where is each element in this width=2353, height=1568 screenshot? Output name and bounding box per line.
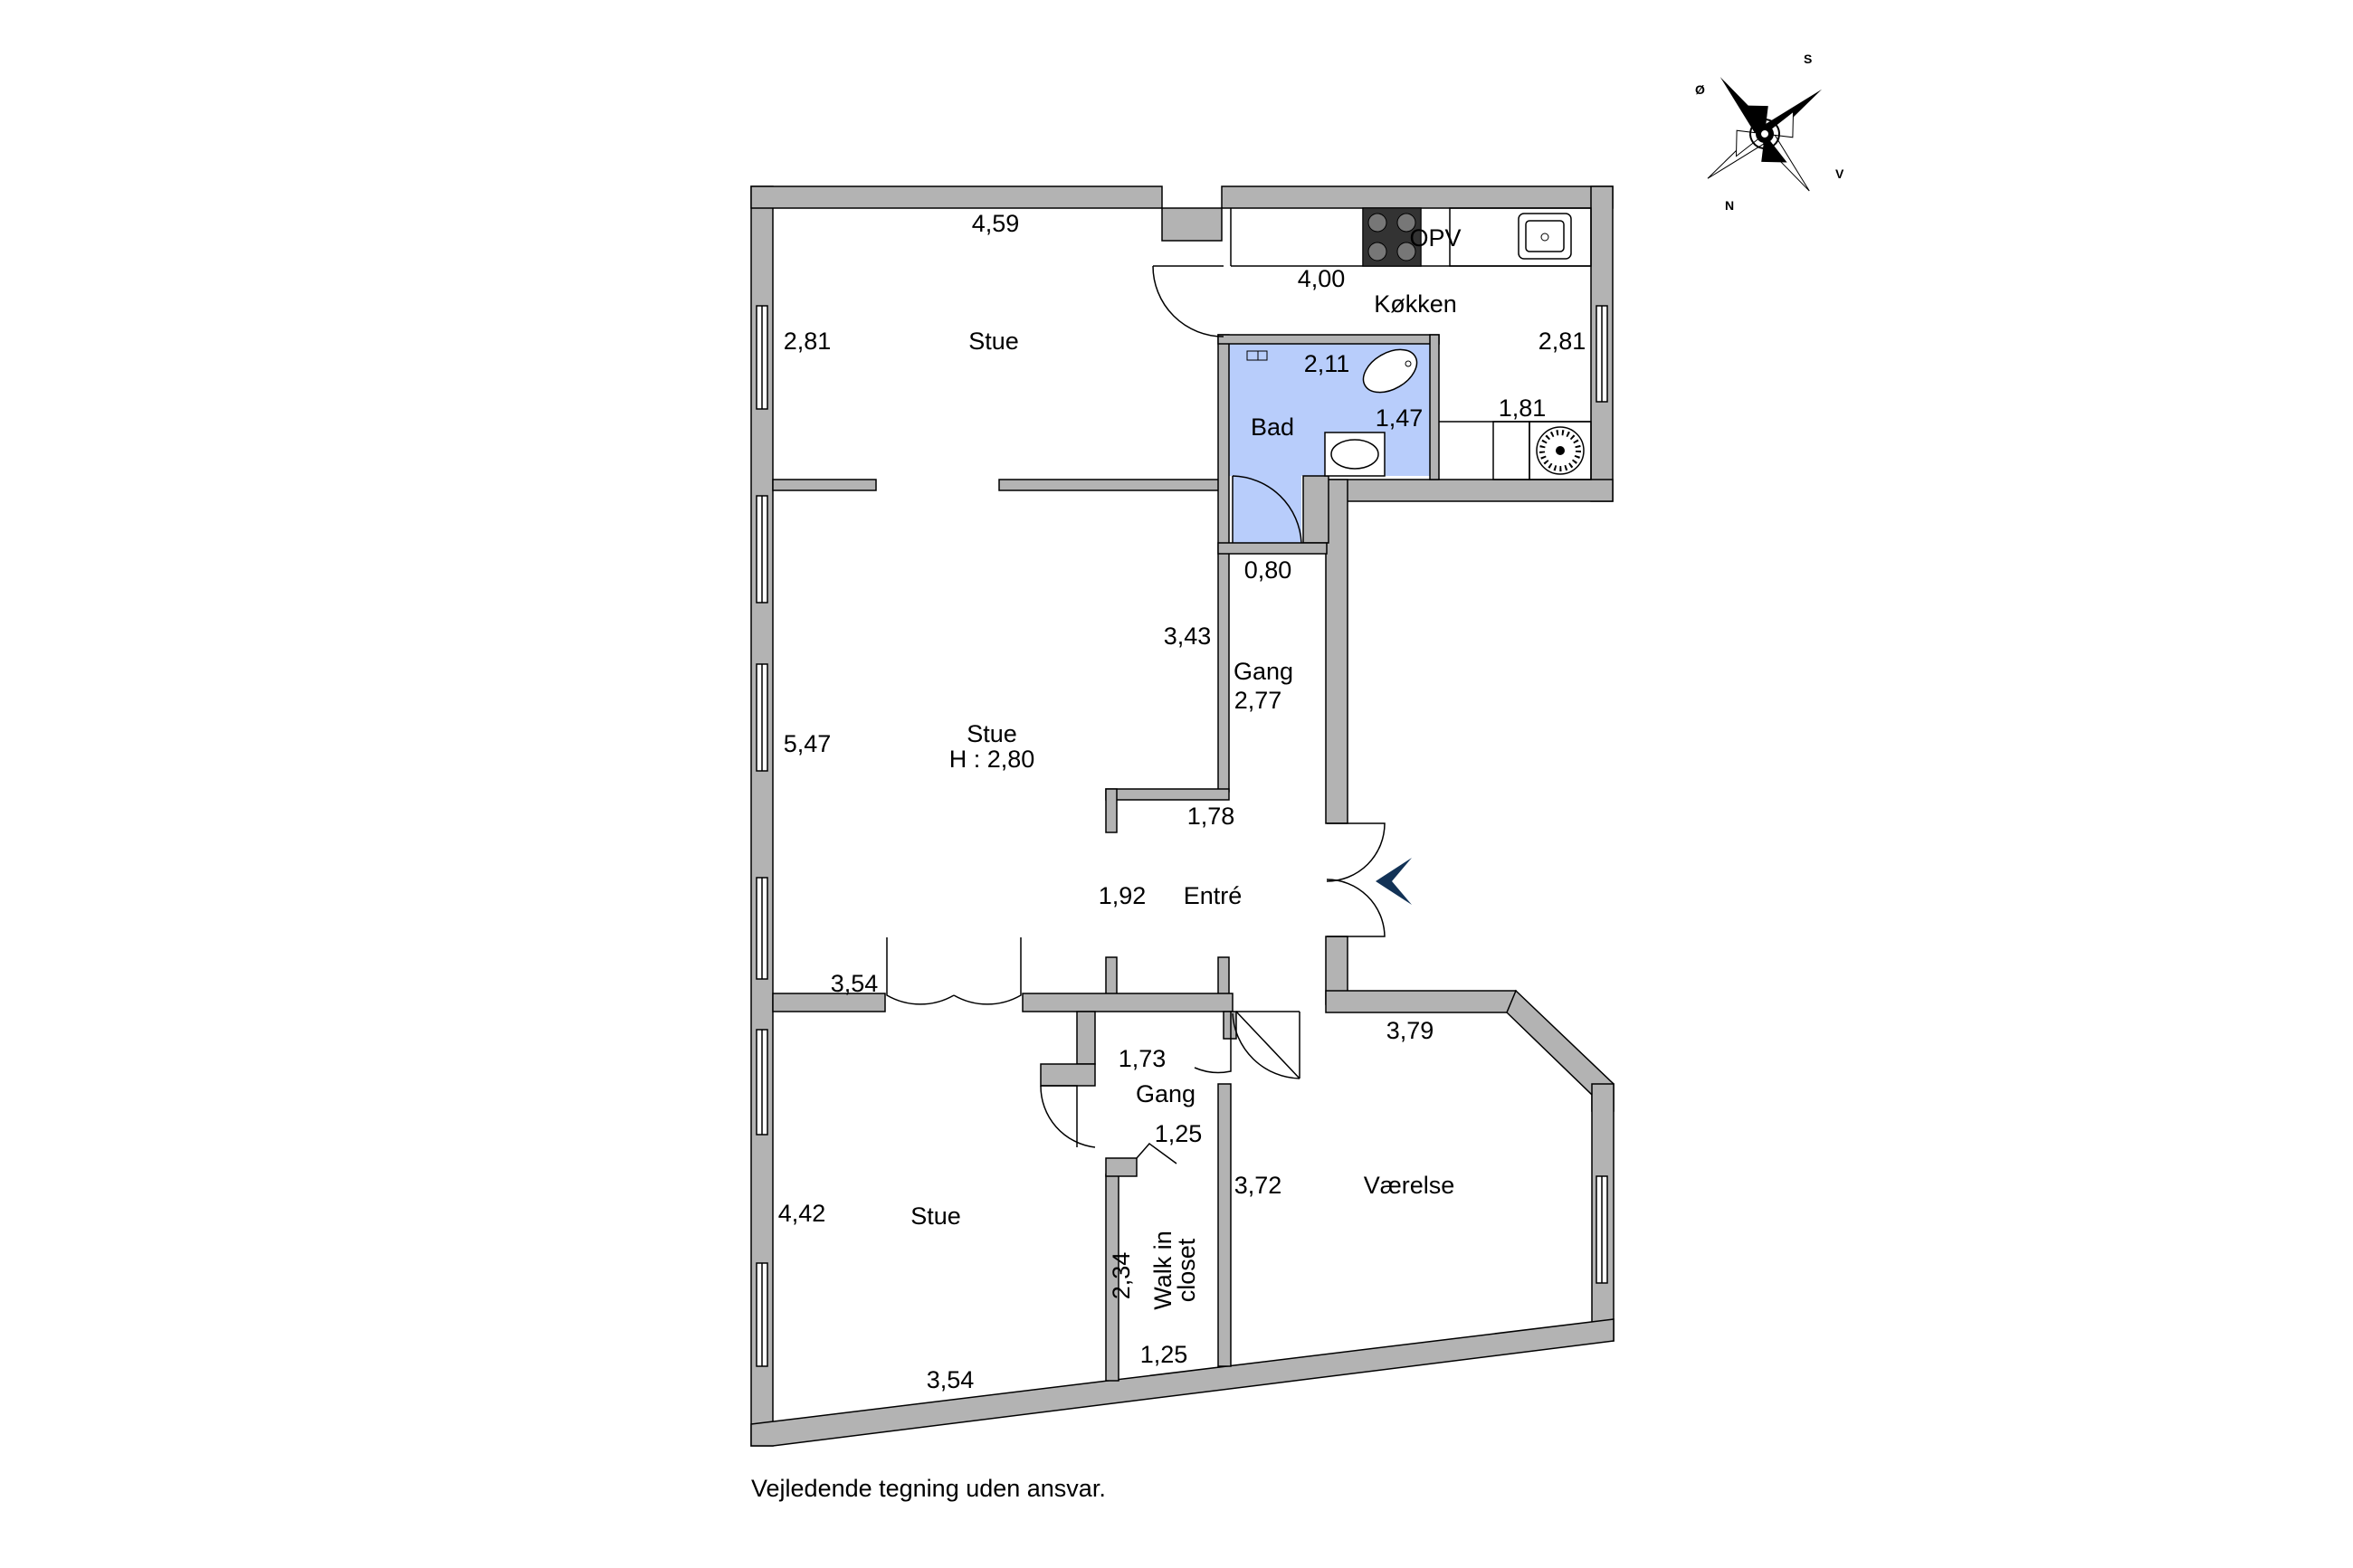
disclaimer-text: Vejledende tegning uden ansvar.	[751, 1475, 1106, 1502]
dim-closet-depth: 2,34	[1108, 1252, 1135, 1300]
room-vaerelse: Værelse	[1364, 1172, 1455, 1199]
dim-vaerelse-width: 3,79	[1386, 1017, 1434, 1044]
room-gang-top: Gang	[1234, 658, 1293, 685]
room-stue-mid-height: H : 2,80	[949, 746, 1035, 773]
entrance-arrow-icon	[1376, 858, 1412, 905]
dim-entre-width: 1,92	[1099, 882, 1147, 909]
dim-stue-bottom-depth: 4,42	[778, 1200, 826, 1227]
dim-bath-depth: 1,47	[1376, 404, 1424, 432]
toilet-icon	[1362, 348, 1418, 394]
dim-entre-top: 1,78	[1187, 803, 1235, 830]
dim-closet-top: 1,25	[1155, 1120, 1203, 1147]
dim-gang-width: 2,77	[1234, 687, 1282, 714]
dim-gang-height: 3,43	[1164, 622, 1212, 650]
dim-stue-bottom-top: 3,54	[831, 970, 879, 997]
fixture-opv: OPV	[1409, 224, 1461, 252]
dim-bath-door: 0,80	[1244, 556, 1292, 584]
windows	[756, 305, 1608, 1367]
compass-icon	[1707, 76, 1823, 192]
dim-kitchen-width: 4,00	[1298, 265, 1346, 292]
room-entre: Entré	[1184, 882, 1243, 909]
compass-north: N	[1725, 198, 1734, 213]
interior-walls	[772, 334, 1440, 1382]
dim-stue-mid-depth: 5,47	[784, 730, 832, 757]
dim-closet-bottom: 1,25	[1140, 1341, 1188, 1368]
exterior-walls	[750, 185, 1615, 1447]
fan-icon	[1536, 426, 1585, 475]
room-stue-bottom: Stue	[910, 1202, 961, 1230]
room-stue-top: Stue	[968, 328, 1019, 355]
dim-kitchen-lower: 1,81	[1499, 394, 1547, 422]
sink-icon	[1518, 213, 1572, 260]
room-gang-bottom: Gang	[1136, 1080, 1196, 1107]
room-bath: Bad	[1251, 413, 1294, 441]
washbasin-icon	[1324, 432, 1386, 477]
dim-stue-bottom-width: 3,54	[927, 1366, 975, 1393]
room-walk-in-2: closet	[1173, 1238, 1200, 1302]
stove-icon	[1362, 207, 1422, 267]
room-stue-mid: Stue	[967, 720, 1017, 747]
dim-kitchen-depth: 2,81	[1538, 328, 1586, 355]
bath-door-area	[1233, 476, 1301, 543]
dim-stue-top-depth: 2,81	[784, 328, 832, 355]
compass-west: V	[1835, 166, 1844, 181]
compass-east: Ø	[1695, 82, 1705, 97]
doors	[886, 265, 1386, 1164]
room-walk-in-1: Walk in	[1149, 1231, 1176, 1310]
dim-gang-bottom-width: 1,73	[1119, 1045, 1167, 1072]
dim-vaerelse-depth: 3,72	[1234, 1172, 1282, 1199]
room-kitchen: Køkken	[1374, 290, 1457, 318]
shower-icon	[1246, 350, 1268, 361]
dim-stue-top-width: 4,59	[972, 210, 1020, 237]
compass-south: S	[1804, 52, 1812, 66]
dim-bath-width: 2,11	[1304, 350, 1350, 377]
